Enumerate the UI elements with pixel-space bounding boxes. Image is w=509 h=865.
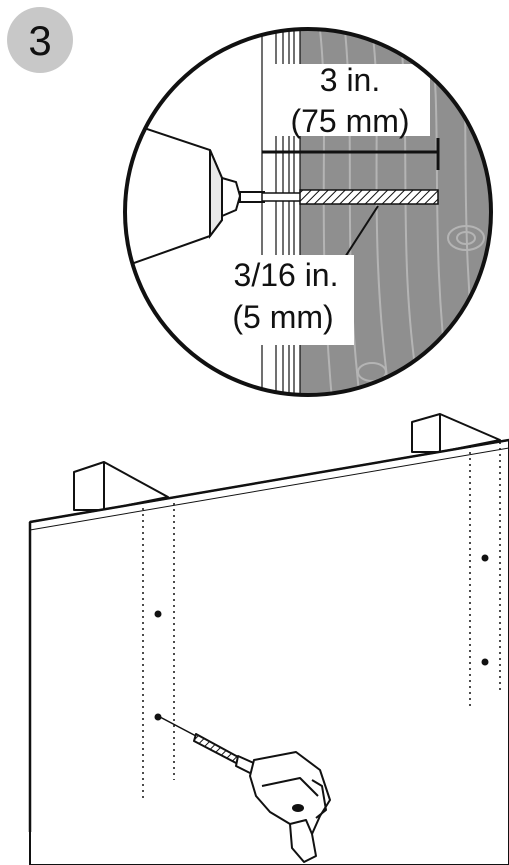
wall-assembly: [28, 413, 509, 865]
detail-callout-border: [123, 27, 493, 397]
pilot-hole: [481, 554, 489, 562]
depth-label-metric: (75 mm): [290, 103, 409, 139]
step-number: 3: [28, 17, 51, 64]
pilot-hole: [481, 658, 489, 666]
step-badge: 3: [7, 7, 73, 73]
depth-label: 3 in.: [320, 62, 380, 98]
step-badge-circle: [7, 7, 73, 73]
pilot-holes: [154, 554, 489, 721]
power-drill-icon: [159, 716, 331, 863]
drill-chuck-detail: [125, 118, 265, 270]
pilot-hole: [154, 610, 162, 618]
drill-bit-shank: [261, 192, 303, 202]
detail-callout: 3 in. (75 mm) 3/16 in. (5 mm): [123, 27, 493, 397]
drill-bit-flutes: [299, 189, 439, 205]
stud-guide-lines: [142, 442, 501, 800]
bit-size-label-metric: (5 mm): [232, 299, 333, 335]
bit-size-label: 3/16 in.: [234, 257, 339, 293]
pilot-hole: [154, 713, 162, 721]
